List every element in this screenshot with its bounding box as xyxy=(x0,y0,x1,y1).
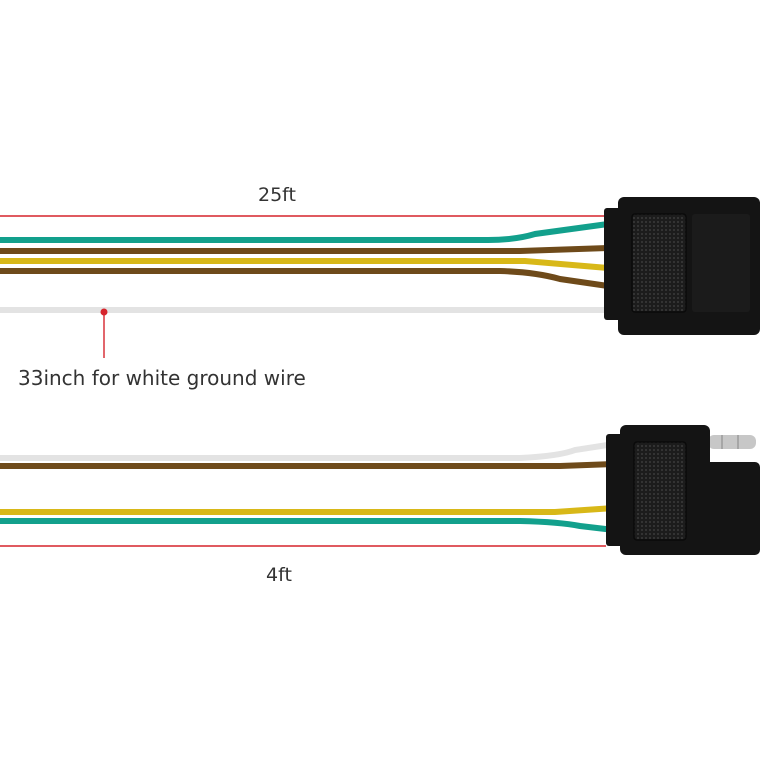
bottom-yellow-wire xyxy=(0,505,617,515)
bottom-brown-wire xyxy=(0,461,617,469)
trailer-4-way-male-plug-icon xyxy=(606,425,760,555)
bottom-wire-bundle xyxy=(0,441,617,533)
bottom-white-wire xyxy=(0,441,617,461)
top-wire-bundle xyxy=(0,221,613,313)
ground-note-dot xyxy=(100,308,108,316)
top-green-wire xyxy=(0,221,611,243)
top-length-label: 25ft xyxy=(258,184,296,206)
trailer-4-way-female-plug-icon xyxy=(604,197,760,335)
ground-wire-note: 33inch for white ground wire xyxy=(18,366,306,390)
bottom-green-wire xyxy=(0,518,617,533)
bottom-length-label: 4ft xyxy=(266,564,292,586)
metal-ground-pin xyxy=(708,435,756,449)
top-brown-wire xyxy=(0,245,611,254)
top-yellow-wire xyxy=(0,258,611,271)
top-brown-wire-2 xyxy=(0,268,611,289)
